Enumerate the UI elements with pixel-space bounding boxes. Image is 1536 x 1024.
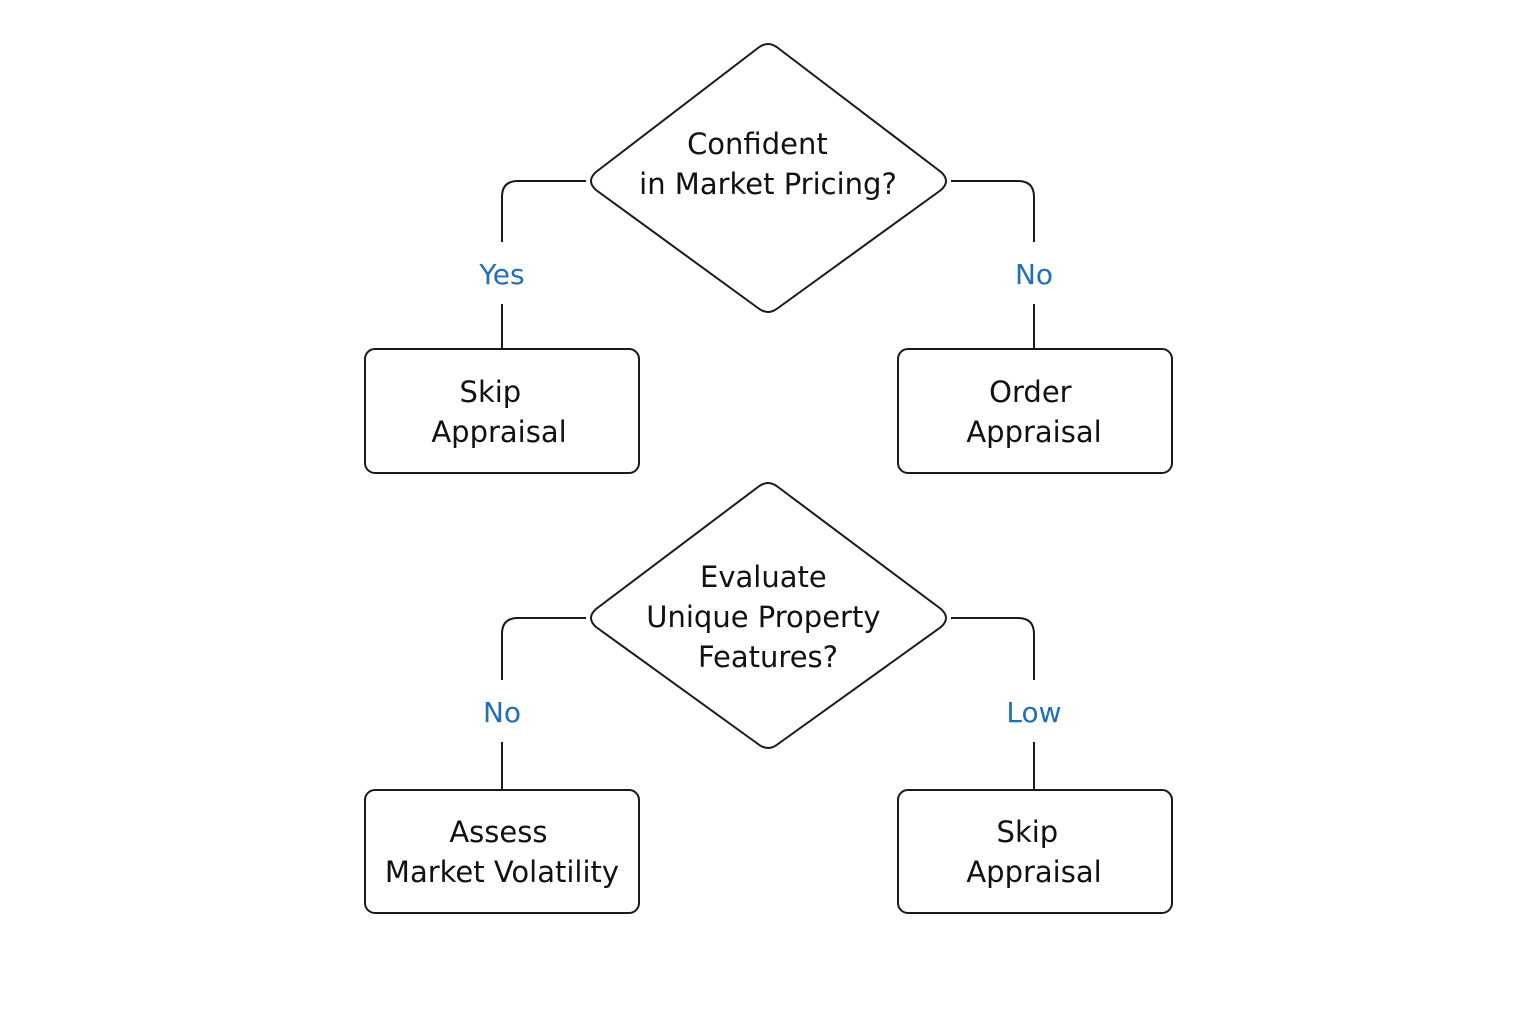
connector-no-1	[951, 180, 1035, 242]
box-order-appraisal-rect	[897, 348, 1173, 474]
edge-label-no-1: No	[1015, 258, 1053, 291]
box-order-appraisal-label: Order Appraisal	[966, 375, 1101, 449]
decision-2: Evaluate Unique Property Features?	[590, 482, 947, 749]
decision-2-diamond	[590, 482, 947, 749]
box-skip-appraisal-2: Skip Appraisal	[897, 789, 1173, 914]
box-skip-appraisal-1: Skip Appraisal	[364, 348, 640, 474]
decision-2-line-1: Evaluate	[700, 560, 827, 594]
decision-1-line-2: in Market Pricing?	[639, 167, 897, 201]
box-assess-line-1: Assess	[449, 815, 547, 849]
box-assess-market-volatility-label: Assess Market Volatility	[385, 815, 619, 889]
box-order-appraisal-line-2: Appraisal	[966, 415, 1101, 449]
decision-1-label: Confident in Market Pricing?	[639, 127, 897, 201]
edge-label-no-2: No	[483, 696, 521, 729]
decision-1-line-1: Confident	[687, 127, 828, 161]
decision-2-label: Evaluate Unique Property Features?	[646, 560, 889, 674]
box-assess-market-volatility: Assess Market Volatility	[364, 789, 640, 914]
box-skip-appraisal-2-rect	[897, 789, 1173, 914]
decision-2-line-3: Features?	[698, 640, 838, 674]
decision-1: Confident in Market Pricing?	[590, 43, 947, 313]
box-skip-appraisal-1-rect	[364, 348, 640, 474]
box-skip-appraisal-1-line-1: Skip	[460, 375, 522, 409]
connector-yes-1	[501, 180, 586, 242]
box-skip-appraisal-1-line-2: Appraisal	[431, 415, 566, 449]
decision-1-diamond	[590, 43, 947, 313]
decision-2-line-2: Unique Property	[646, 600, 880, 634]
edge-label-yes: Yes	[478, 258, 524, 291]
box-skip-appraisal-2-label: Skip Appraisal	[966, 815, 1101, 889]
box-assess-market-volatility-rect	[364, 789, 640, 914]
connector-no-2	[501, 617, 586, 680]
box-order-appraisal-line-1: Order	[989, 375, 1071, 409]
box-assess-line-2: Market Volatility	[385, 855, 619, 889]
box-skip-appraisal-2-line-1: Skip	[997, 815, 1059, 849]
connector-low	[951, 617, 1035, 680]
edge-label-low: Low	[1006, 696, 1061, 729]
box-skip-appraisal-1-label: Skip Appraisal	[431, 375, 566, 449]
box-skip-appraisal-2-line-2: Appraisal	[966, 855, 1101, 889]
box-order-appraisal: Order Appraisal	[897, 348, 1173, 474]
